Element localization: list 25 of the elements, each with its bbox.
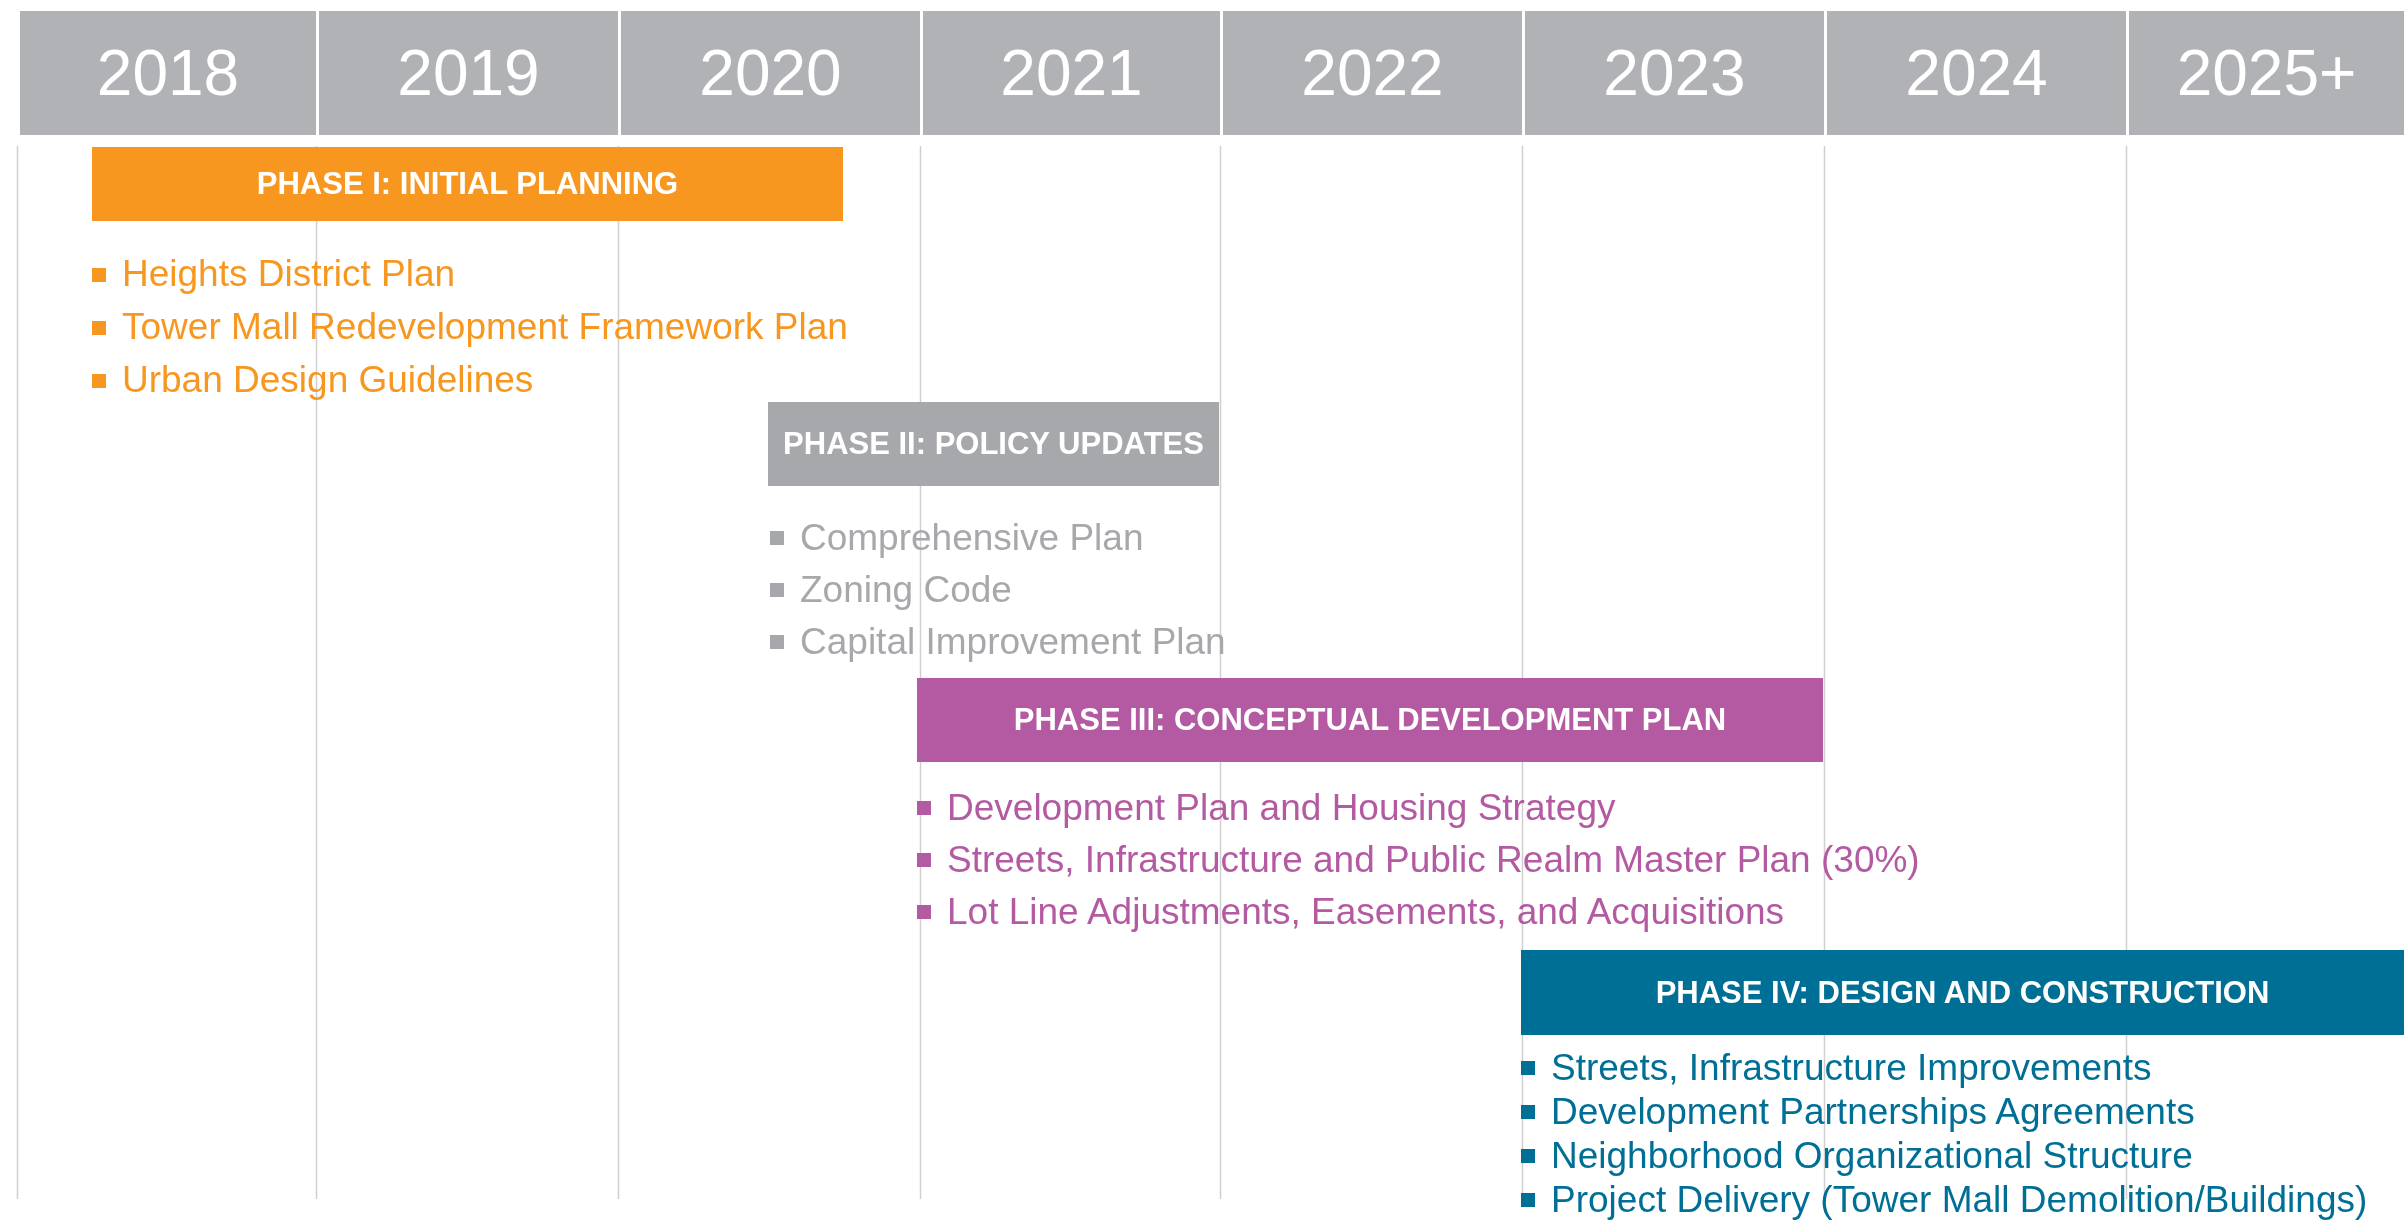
year-header: 2025+ bbox=[2129, 11, 2404, 135]
year-header: 2023 bbox=[1525, 11, 1824, 135]
year-header: 2021 bbox=[923, 11, 1220, 135]
list-item-text: Streets, Infrastructure and Public Realm Master Plan (30%) bbox=[947, 839, 1920, 881]
list-item-text: Development Partnerships Agreements bbox=[1551, 1091, 2195, 1133]
year-header: 2022 bbox=[1223, 11, 1522, 135]
phase-bar: PHASE I: INITIAL PLANNING bbox=[92, 147, 843, 221]
year-header: 2018 bbox=[20, 11, 316, 135]
phase-bar: PHASE III: CONCEPTUAL DEVELOPMENT PLAN bbox=[917, 678, 1823, 762]
list-item-text: Comprehensive Plan bbox=[800, 517, 1144, 559]
list-item-text: Capital Improvement Plan bbox=[800, 621, 1226, 663]
list-item-text: Tower Mall Redevelopment Framework Plan bbox=[122, 307, 848, 348]
year-header: 2020 bbox=[621, 11, 920, 135]
list-item-text: Neighborhood Organizational Structure bbox=[1551, 1135, 2193, 1177]
list-item-text: Project Delivery (Tower Mall Demolition/Buildings) bbox=[1551, 1179, 2368, 1221]
list-item-text: Lot Line Adjustments, Easements, and Acquisitions bbox=[947, 891, 1785, 933]
list-item-text: Urban Design Guidelines bbox=[122, 360, 534, 401]
year-header: 2019 bbox=[319, 11, 618, 135]
list-item-text: Heights District Plan bbox=[122, 254, 456, 295]
list-item-text: Development Plan and Housing Strategy bbox=[947, 787, 1616, 829]
list-item-text: Zoning Code bbox=[800, 569, 1012, 611]
phase-bar: PHASE IV: DESIGN AND CONSTRUCTION bbox=[1521, 950, 2404, 1035]
list-item-text: Streets, Infrastructure Improvements bbox=[1551, 1047, 2152, 1089]
year-header: 2024 bbox=[1827, 11, 2126, 135]
phase-bar: PHASE II: POLICY UPDATES bbox=[768, 402, 1219, 486]
